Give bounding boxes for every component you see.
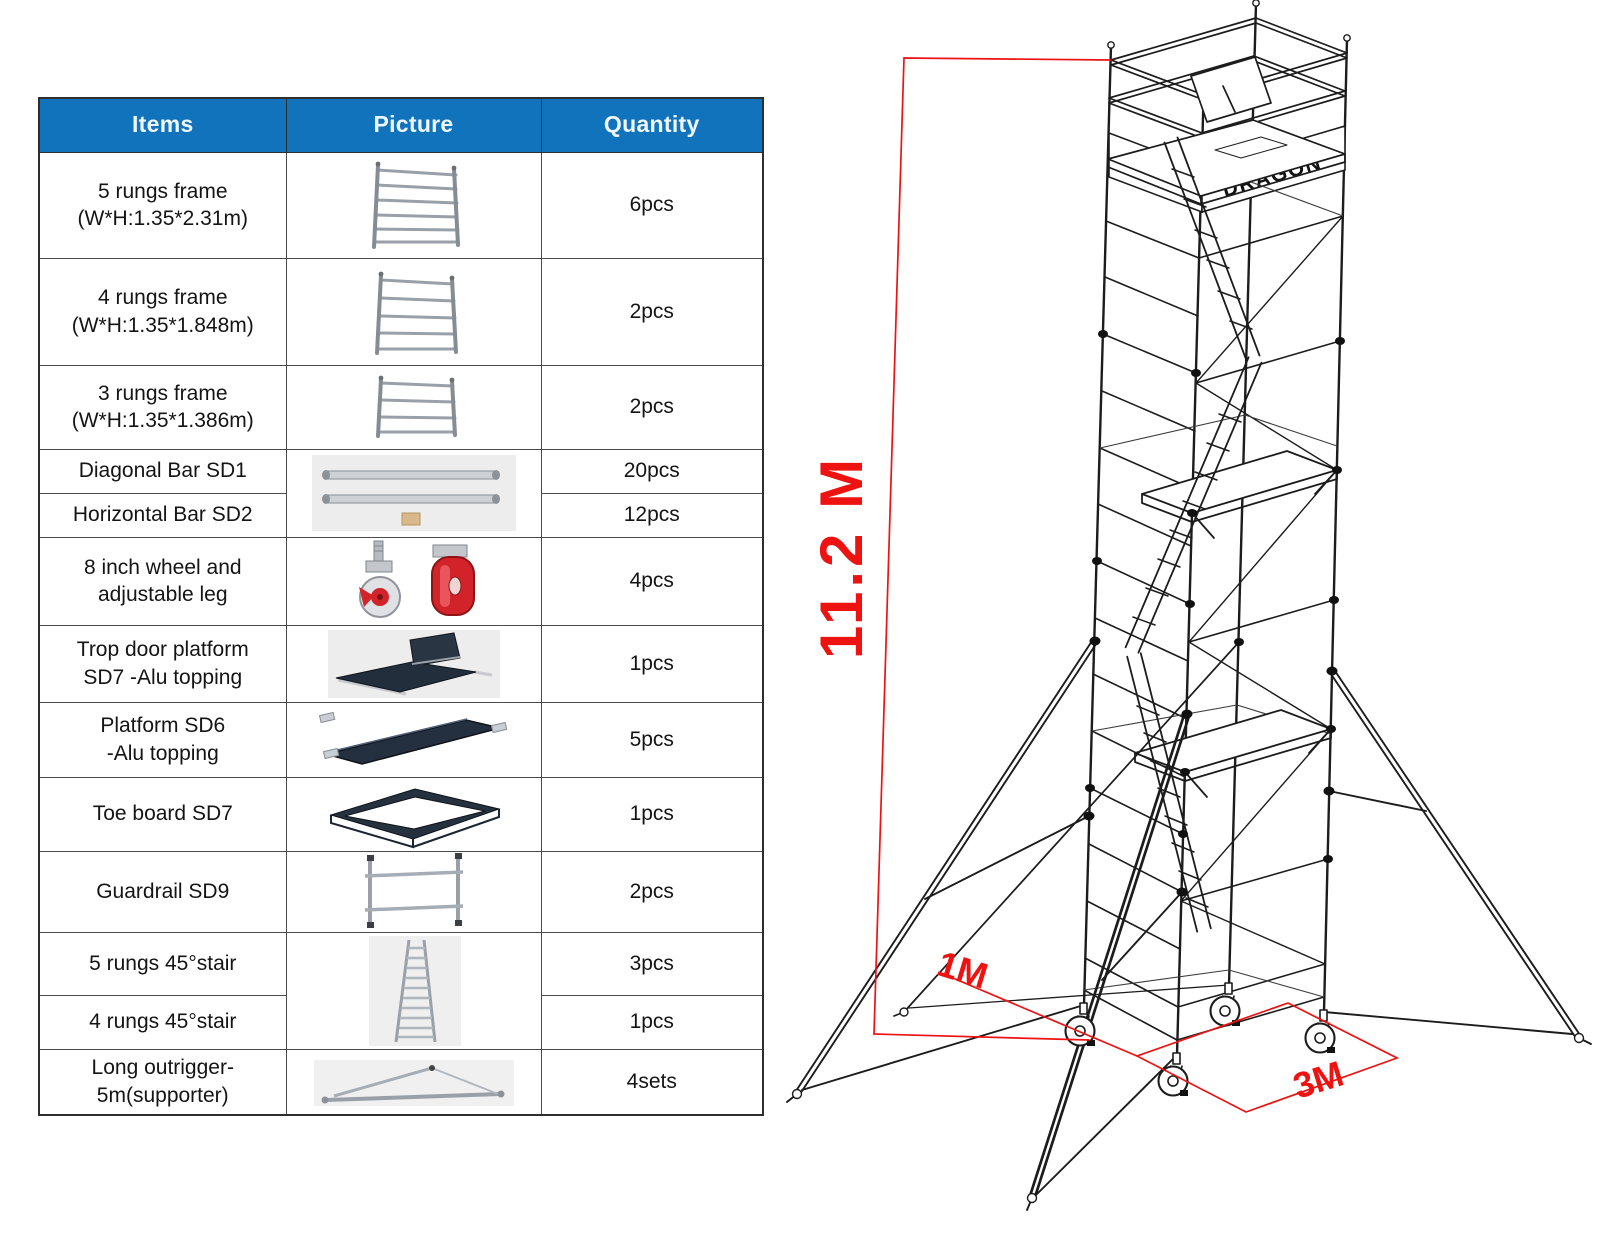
header-quantity: Quantity (540, 97, 764, 153)
diagonal-horizontal-bars-picture (311, 455, 516, 531)
picture-cell (285, 624, 542, 703)
top-platform (1107, 56, 1346, 205)
table-row: Horizontal Bar SD2 12pcs (38, 492, 764, 538)
platform-picture (318, 711, 507, 765)
item-name-cell: Guardrail SD9 (38, 850, 287, 933)
header-picture: Picture (285, 97, 542, 153)
trap-door-lid (1190, 56, 1272, 123)
post-front-left (1082, 44, 1113, 1007)
picture-cell (285, 1048, 542, 1116)
platform-mid-lower (1134, 709, 1332, 798)
item-name-cell: 3 rungs frame (W*H:1.35*1.386m) (38, 364, 287, 450)
picture-cell (285, 364, 542, 450)
stair-flights (1124, 136, 1263, 933)
width-dimension-label: 1M (933, 943, 993, 997)
table-row: 5 rungs 45°stair 3pcs (38, 931, 764, 1050)
item-name-cell: 5 rungs frame (W*H:1.35*2.31m) (38, 151, 287, 259)
picture-cell (285, 257, 542, 366)
item-name-cell: 8 inch wheel and adjustable leg (38, 536, 287, 626)
outrigger-front (1026, 711, 1191, 1211)
picture-cell (285, 151, 542, 259)
item-name-cell: 4 rungs 45°stair (38, 994, 287, 1050)
platform-mid-upper (1141, 450, 1338, 539)
table-row: 8 inch wheel and adjustable leg 4pcs (38, 536, 764, 626)
quantity-cell: 6pcs (540, 151, 764, 259)
outrigger-left (786, 638, 1099, 1103)
quantity-cell: 20pcs (540, 448, 764, 494)
height-dimension-label: 11.2 M (808, 455, 875, 659)
long-outrigger-picture (313, 1059, 514, 1106)
quantity-cell: 2pcs (540, 364, 764, 450)
quantity-cell: 12pcs (540, 492, 764, 538)
frame-5-rungs-picture (371, 161, 460, 249)
trapdoor-platform-picture (327, 629, 500, 698)
table-header-row: Items Picture Quantity (38, 97, 764, 153)
picture-cell (285, 448, 542, 538)
height-dimension-line (873, 57, 1112, 1041)
base-frame (1083, 969, 1325, 1041)
quantity-cell: 4pcs (540, 536, 764, 626)
picture-cell (285, 931, 542, 1050)
quantity-cell: 1pcs (540, 994, 764, 1050)
table-row: Long outrigger- 5m(supporter) 4sets (38, 1048, 764, 1116)
base-footprint-outline (1134, 1002, 1400, 1113)
table-row: 4 rungs frame (W*H:1.35*1.848m) 2pcs (38, 257, 764, 366)
outrigger-right (1323, 668, 1592, 1045)
width-dimension-line (940, 972, 1138, 1057)
item-name-cell: Diagonal Bar SD1 (38, 448, 287, 494)
outrigger-feet (791, 1007, 1585, 1204)
item-name-cell: Trop door platform SD7 -Alu topping (38, 624, 287, 703)
depth-dimension-label: 3M (1288, 1053, 1348, 1107)
items-table: Items Picture Quantity 5 rungs frame (W*… (38, 97, 764, 1116)
quantity-cell: 1pcs (540, 624, 764, 703)
stair-45-picture (368, 935, 461, 1046)
frame-3-rungs-picture (375, 375, 457, 438)
item-name-cell: 4 rungs frame (W*H:1.35*1.848m) (38, 257, 287, 366)
table-row: Guardrail SD9 2pcs (38, 850, 764, 933)
post-right (1322, 37, 1349, 1014)
quantity-cell: 1pcs (540, 776, 764, 852)
quantity-cell: 4sets (540, 1048, 764, 1116)
item-name-cell: Platform SD6 -Alu topping (38, 701, 287, 778)
picture-cell (285, 701, 542, 778)
item-name-cell: Toe board SD7 (38, 776, 287, 852)
table-row: 3 rungs frame (W*H:1.35*1.386m) 2pcs (38, 364, 764, 450)
toe-board-picture (328, 788, 501, 849)
quantity-cell: 5pcs (540, 701, 764, 778)
picture-cell (285, 850, 542, 933)
wide-face-bars (1177, 215, 1344, 1008)
clamp-joints (1083, 330, 1345, 897)
item-name-cell: 5 rungs 45°stair (38, 931, 287, 996)
frame-4-rungs-picture (374, 271, 458, 355)
table-row: Trop door platform SD7 -Alu topping 1pcs (38, 624, 764, 703)
item-name-cell: Horizontal Bar SD2 (38, 492, 287, 538)
scaffold-diagram: DRAGON (786, 0, 1592, 1211)
item-name-cell: Long outrigger- 5m(supporter) (38, 1048, 287, 1116)
picture-cell (285, 776, 542, 852)
picture-cell (285, 536, 542, 626)
wheel-and-leg-picture (358, 540, 475, 618)
guardrail-picture (364, 852, 463, 928)
table-row: Platform SD6 -Alu topping 5pcs (38, 701, 764, 778)
dimensions: 11.2 M 1M 3M (808, 57, 1400, 1113)
stair-treads (1132, 168, 1253, 908)
header-items: Items (38, 97, 287, 153)
quantity-cell: 2pcs (540, 850, 764, 933)
table-row: 5 rungs frame (W*H:1.35*2.31m) 6pcs (38, 151, 764, 259)
table-row: 4 rungs 45°stair 1pcs (38, 994, 764, 1050)
table-row: Toe board SD7 1pcs (38, 776, 764, 852)
quantity-cell: 2pcs (540, 257, 764, 366)
table-row: Diagonal Bar SD1 20pcs (38, 448, 764, 538)
quantity-cell: 3pcs (540, 931, 764, 996)
diagonal-braces (1180, 215, 1344, 965)
